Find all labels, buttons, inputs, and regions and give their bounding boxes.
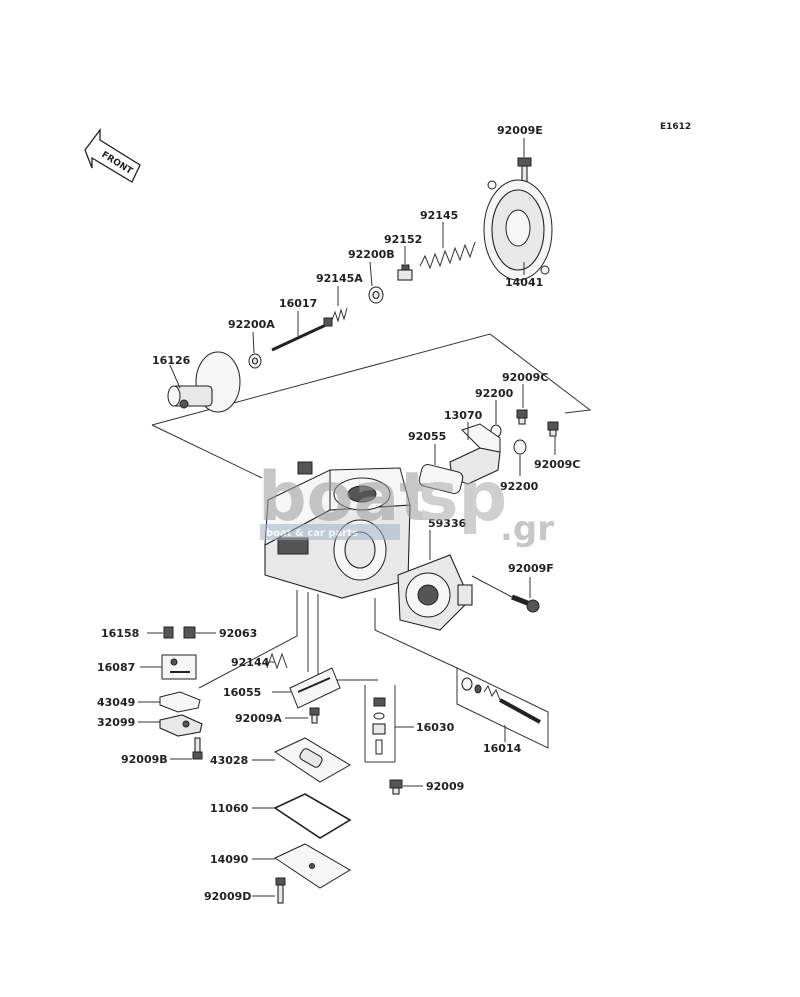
screw-92009-icon xyxy=(389,779,403,789)
fuel-pump-59336-icon xyxy=(397,554,473,631)
label-59336: 59336 xyxy=(428,517,467,530)
watermark-logo: boat sp .gr boat & car parts xyxy=(258,458,554,549)
cover-14041-icon xyxy=(483,179,553,281)
label-92009C-b: 92009C xyxy=(534,458,580,471)
label-92009E: 92009E xyxy=(497,124,543,137)
screw-92009C-a-icon xyxy=(516,409,528,419)
screw-92009D-icon xyxy=(275,877,286,886)
label-16014: 16014 xyxy=(483,742,522,755)
gasket-11060-icon xyxy=(273,793,352,839)
watermark-tagline: boat & car parts xyxy=(266,528,358,539)
watermark-brand-a: boat xyxy=(258,458,432,537)
watermark-brand-b: sp xyxy=(418,458,507,537)
label-92055: 92055 xyxy=(408,430,446,443)
label-14090: 14090 xyxy=(210,853,249,866)
jet-92063-icon xyxy=(183,626,196,639)
label-92145: 92145 xyxy=(420,209,458,222)
label-16055: 16055 xyxy=(223,686,261,699)
label-92145A: 92145A xyxy=(316,272,363,285)
assembly-frame-lines xyxy=(151,333,592,479)
label-92144: 92144 xyxy=(231,656,270,669)
label-16087: 16087 xyxy=(97,661,135,674)
part-16087-box xyxy=(161,654,197,680)
label-16030: 16030 xyxy=(416,721,455,734)
label-11060: 11060 xyxy=(210,802,249,815)
plate-43049-icon xyxy=(159,691,201,713)
label-92009A: 92009A xyxy=(235,712,282,725)
watermark-tld: .gr xyxy=(500,509,554,549)
part-16030-stack xyxy=(364,685,396,763)
front-arrow-icon: FRONT xyxy=(84,128,141,183)
label-92009D: 92009D xyxy=(204,890,251,903)
screw-92009B-icon xyxy=(192,751,203,760)
needle-16017-icon xyxy=(271,317,333,352)
spring-92145A-icon xyxy=(331,307,348,323)
label-13070: 13070 xyxy=(444,409,483,422)
plate-32099-icon xyxy=(159,714,203,737)
spring-92144-icon xyxy=(266,652,288,670)
label-92200-a: 92200 xyxy=(475,387,514,400)
part-16055-box xyxy=(289,667,341,709)
label-43028: 43028 xyxy=(210,754,248,767)
piston-16126-icon xyxy=(167,351,241,413)
label-92200B: 92200B xyxy=(348,248,395,261)
part-16014-icon xyxy=(456,667,549,749)
body-leader-lines xyxy=(198,590,458,689)
label-92200-b: 92200 xyxy=(500,480,539,493)
label-92009F: 92009F xyxy=(508,562,554,575)
label-32099: 32099 xyxy=(97,716,135,729)
spring-92145-icon xyxy=(419,241,476,270)
label-92063: 92063 xyxy=(219,627,257,640)
label-16017: 16017 xyxy=(279,297,317,310)
fitting-92152-icon xyxy=(397,264,413,281)
label-43049: 43049 xyxy=(97,696,135,709)
jet-16158-icon xyxy=(163,626,174,639)
label-92009B: 92009B xyxy=(121,753,168,766)
bolt-92009F-icon xyxy=(511,594,540,613)
screw-92009C-b-icon xyxy=(547,421,559,431)
label-92152: 92152 xyxy=(384,233,422,246)
gasket-43028-icon xyxy=(273,737,351,783)
label-16126: 16126 xyxy=(152,354,191,367)
label-92009C-a: 92009C xyxy=(502,371,548,384)
washer-92200-b-icon xyxy=(513,439,527,455)
screw-92009A-icon xyxy=(309,707,320,716)
label-16158: 16158 xyxy=(101,627,139,640)
cover-14090-icon xyxy=(273,843,351,889)
label-92009: 92009 xyxy=(426,780,464,793)
label-92200A: 92200A xyxy=(228,318,275,331)
gasket-92055-icon xyxy=(418,464,464,494)
diagram-code: E1612 xyxy=(660,122,691,132)
label-14041: 14041 xyxy=(505,276,543,289)
